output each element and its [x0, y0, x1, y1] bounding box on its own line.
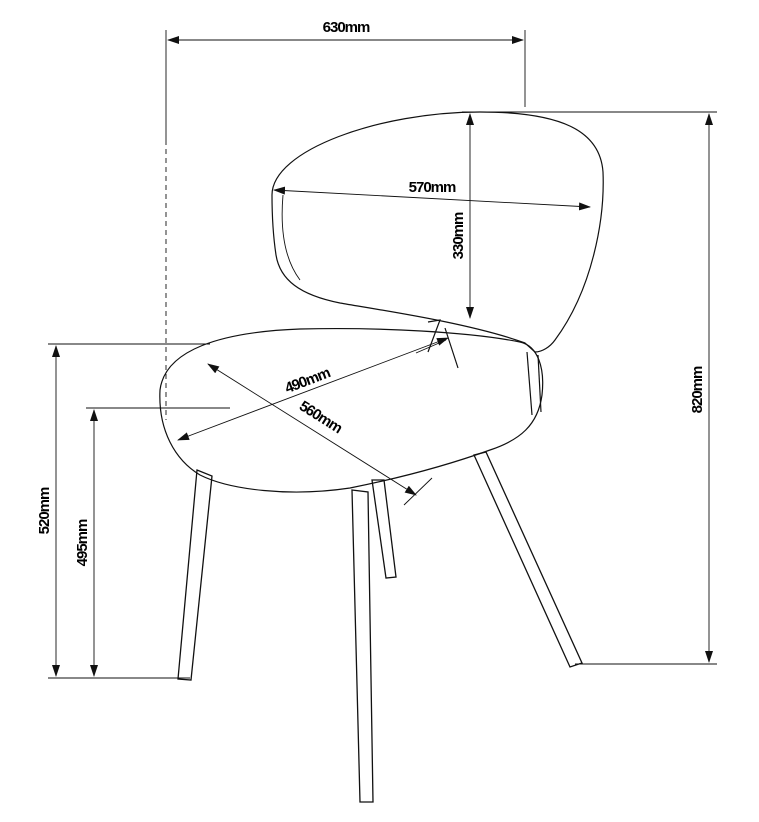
overall-width-label: 630mm: [323, 19, 370, 36]
chair-legs: [177, 451, 583, 803]
front-center-leg: [351, 489, 374, 803]
seat-height-rear-dimension: 495mm: [74, 407, 230, 677]
overall-height-label: 820mm: [689, 366, 706, 413]
overall-height-dimension: 820mm: [462, 111, 717, 665]
seat-height-front-dimension: 520mm: [36, 343, 210, 679]
seat-diagonal-dimension: 560mm: [207, 363, 433, 506]
backrest-height-dimension: 330mm: [450, 113, 474, 319]
backrest-supports: [427, 319, 542, 416]
rear-leg: [473, 451, 583, 668]
seat-diagonal-label: 560mm: [296, 398, 345, 438]
seat-depth-dimension: 490mm: [177, 337, 449, 441]
overall-width-dimension: 630mm: [165, 19, 526, 420]
rear-right-leg: [371, 479, 397, 579]
backrest-outline: [271, 111, 604, 353]
seat-depth-label: 490mm: [283, 364, 333, 397]
backrest-height-label: 330mm: [450, 212, 467, 259]
backrest-width-dimension: 570mm: [273, 179, 591, 211]
backrest-side-edge: [281, 194, 301, 281]
backrest-width-label: 570mm: [409, 179, 456, 196]
front-left-leg: [177, 469, 213, 681]
seat-height-rear-label: 495mm: [74, 519, 91, 566]
seat-height-front-label: 520mm: [36, 487, 53, 534]
